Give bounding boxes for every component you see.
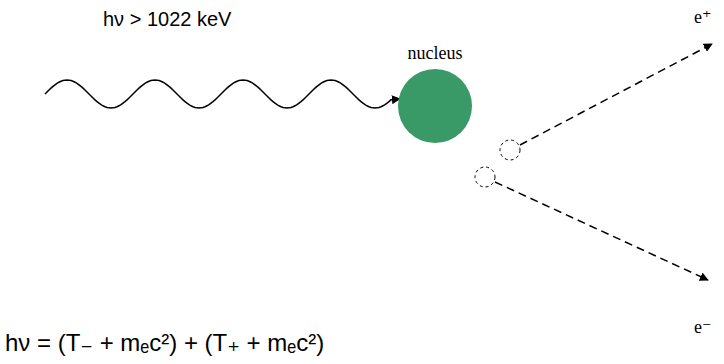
photon-energy: hν > 1022 keV <box>103 8 231 31</box>
nucleus-circle: nucleus <box>397 43 473 144</box>
electron-origin <box>475 167 495 187</box>
positron-origin <box>500 140 520 160</box>
positron-track <box>520 44 712 145</box>
nucleus-fill <box>398 69 472 143</box>
positron-label: e⁺ <box>694 6 712 28</box>
node-heading: nucleus <box>397 43 473 64</box>
photon-wave <box>45 80 400 108</box>
electron-track <box>495 182 708 280</box>
nucleus-shape <box>397 68 473 144</box>
energy-equation: hν = (T₋ + mₑc²) + (T₊ + mₑc²) <box>5 329 324 357</box>
electron-label: e⁻ <box>694 316 712 338</box>
